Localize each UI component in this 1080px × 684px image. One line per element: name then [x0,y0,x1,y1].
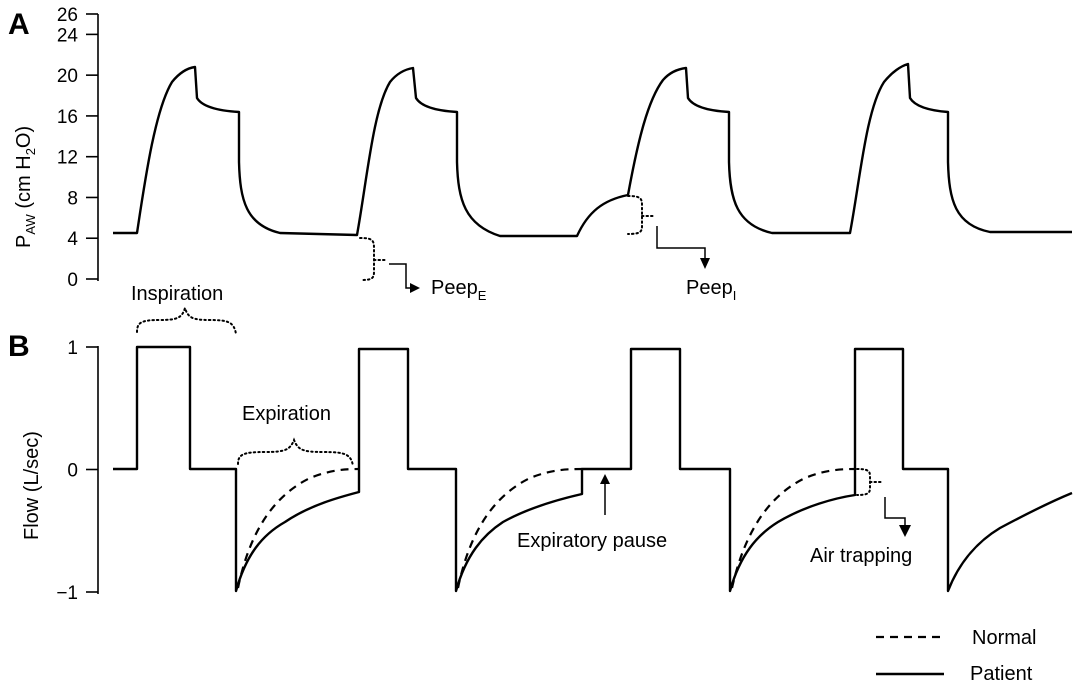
air-trapping-label: Air trapping [810,545,912,567]
peep-i-subscript: I [733,288,737,303]
pressure-tick-label: 26 [57,5,78,26]
legend-patient-label: Patient [970,663,1033,684]
flow-axis-title: Flow (L/sec) [21,431,43,540]
peep-i-label: Peep [686,277,733,299]
expiration-label: Expiration [242,403,331,425]
svg-text:PeepI: PeepI [686,277,736,303]
inspiration-label: Inspiration [131,283,223,305]
peep-i-annotation: PeepI [627,195,736,303]
expiratory-pause-label: Expiratory pause [517,530,667,552]
peep-e-label: Peep [431,277,478,299]
pressure-tick-label: 8 [67,188,78,209]
pressure-trace [113,62,1072,238]
flow-y-axis: −1 0 1 [56,338,99,604]
legend: Normal Patient [876,627,1036,684]
peep-e-subscript: E [478,288,487,303]
pressure-tick-label: 12 [57,148,78,169]
pressure-tick-label: 16 [57,107,78,128]
panel-a-label: A [8,8,30,41]
svg-text:PeepE: PeepE [431,277,487,303]
legend-normal-label: Normal [972,627,1036,649]
peep-e-annotation: PeepE [359,237,487,303]
pressure-tick-label: 20 [57,66,78,87]
pressure-axis-title: PAW (cm H2O) [13,126,38,248]
normal-flow-trace [236,467,856,589]
pressure-tick-label: 4 [67,229,78,250]
flow-tick-label: 0 [67,461,78,482]
panel-b-label: B [8,330,30,363]
patient-flow-trace [113,345,1073,593]
inspiration-annotation: Inspiration [131,283,237,335]
expiratory-pause-annotation: Expiratory pause [517,474,667,552]
expiration-annotation: Expiration [237,403,354,467]
flow-tick-label: 1 [67,338,78,359]
pressure-tick-label: 24 [57,25,79,46]
pressure-tick-label: 0 [67,270,78,291]
air-trapping-annotation: Air trapping [810,468,912,567]
flow-tick-label: −1 [56,583,78,604]
